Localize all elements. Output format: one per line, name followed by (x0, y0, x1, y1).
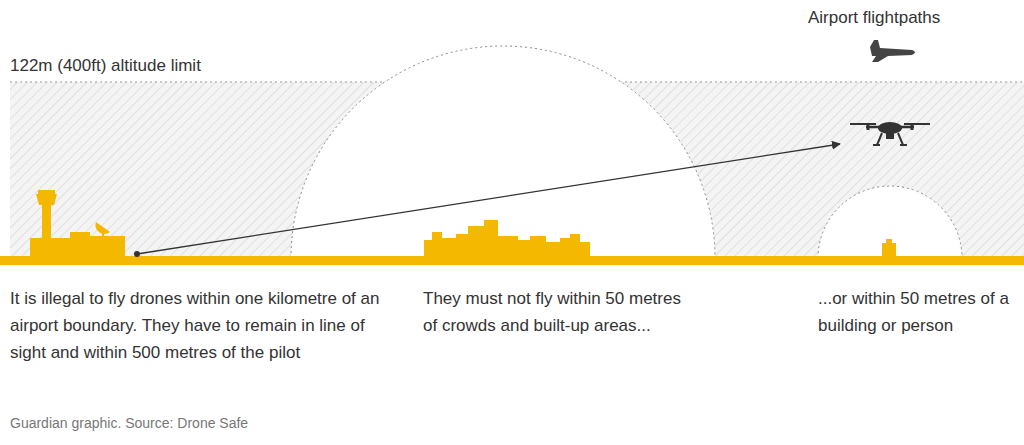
building-zone-outline (818, 186, 962, 258)
crowd-note: They must not fly within 50 metres of cr… (423, 285, 695, 339)
flightpath-label: Airport flightpaths (808, 7, 1018, 29)
building (882, 239, 896, 258)
airport-note: It is illegal to fly drones within one k… (10, 285, 382, 366)
source-caption: Guardian graphic. Source: Drone Safe (10, 414, 410, 432)
building-zone (818, 186, 962, 258)
drone (850, 122, 930, 145)
flight-arrow (137, 144, 840, 254)
crowd-zone-outline (291, 46, 715, 258)
city-skyline (424, 220, 590, 258)
airport (30, 190, 125, 258)
plane-icon (870, 40, 915, 62)
building-note: ...or within 50 metres of a building or … (818, 285, 1014, 339)
altitude-label: 122m (400ft) altitude limit (10, 55, 310, 77)
crowd-zone (291, 46, 715, 258)
